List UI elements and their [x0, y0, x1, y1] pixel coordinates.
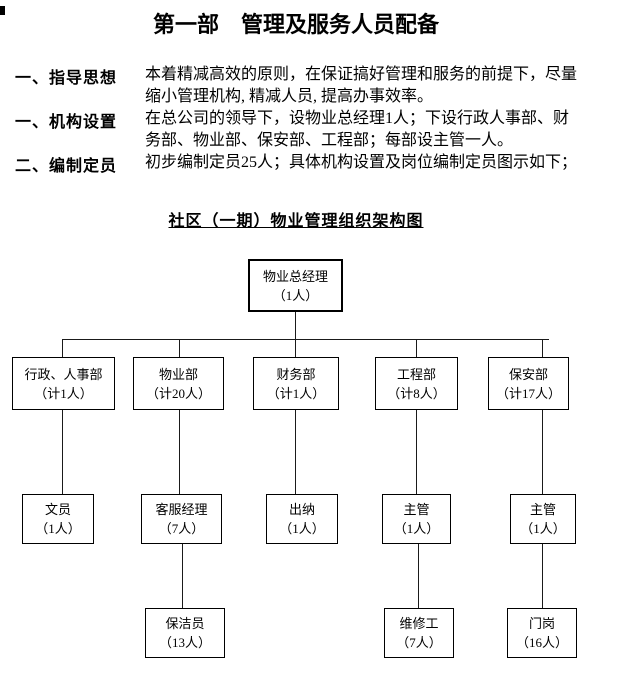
- node-count: （1人）: [279, 521, 325, 536]
- connector-rail-to-property: [179, 339, 180, 357]
- node-count: （7人）: [396, 635, 442, 650]
- connector-supervisor-to-maintenance: [418, 544, 419, 608]
- node-name: 主管: [529, 502, 556, 517]
- document-title: 第一部 管理及服务人员配备: [152, 12, 439, 37]
- node-count: （计20人）: [145, 385, 211, 401]
- node-name: 工程部: [396, 366, 436, 382]
- node-name: 物业部: [158, 366, 198, 382]
- connector-finance-to-cashier: [295, 410, 296, 494]
- section-body-line: 在总公司的领导下，设物业总经理1人；下设行政人事部、财: [145, 110, 570, 127]
- node-name: 维修工: [399, 616, 439, 631]
- node-count: （1人）: [393, 521, 440, 536]
- node-property-dept: 物业部 （计20人）: [133, 357, 224, 410]
- section-body-guiding-ideology: 本着精减高效的原则，在保证搞好管理和服务的前提下，尽量 缩小管理机构, 精减人员…: [145, 64, 615, 108]
- node-name: 文员: [44, 502, 71, 517]
- section-heading-org-setup: 一、机构设置: [15, 114, 118, 131]
- node-engineering-dept: 工程部 （计8人）: [375, 357, 458, 410]
- node-admin-hr-dept: 行政、人事部 （计1人）: [12, 357, 115, 410]
- node-name: 出纳: [288, 502, 315, 517]
- node-count: （13人）: [158, 635, 211, 650]
- section-heading-guiding-ideology: 一、指导思想: [15, 70, 118, 87]
- node-count: （计1人）: [34, 385, 93, 401]
- node-name: 主管: [403, 502, 430, 517]
- connector-supervisor-to-gate-guard: [542, 544, 543, 608]
- section-body-org-setup: 在总公司的领导下，设物业总经理1人；下设行政人事部、财 务部、物业部、保安部、工…: [145, 108, 615, 152]
- node-count: （计8人）: [387, 385, 446, 401]
- node-maintenance-worker: 维修工 （7人）: [384, 608, 454, 658]
- node-count: （16人）: [515, 635, 568, 650]
- node-name: 物业总经理: [262, 268, 328, 284]
- node-gate-guard: 门岗 （16人）: [507, 608, 577, 658]
- node-cleaner: 保洁员 （13人）: [145, 608, 225, 658]
- connector-rail-to-admin-hr: [62, 339, 63, 357]
- node-supervisor-security: 主管 （1人）: [510, 494, 576, 544]
- section-body-line: 本着精减高效的原则，在保证搞好管理和服务的前提下，尽量: [145, 66, 578, 83]
- node-supervisor-engineering: 主管 （1人）: [382, 494, 451, 544]
- section-body-line: 初步编制定员25人；具体机构设置及岗位编制定员图示如下；: [145, 154, 578, 171]
- node-name: 保安部: [508, 366, 548, 382]
- connector-rail-to-engineering: [416, 339, 417, 357]
- connector-gm-to-rail: [295, 312, 296, 357]
- node-count: （1人）: [272, 287, 319, 303]
- connector-rail-to-security: [542, 339, 543, 357]
- section-heading-staffing: 二、编制定员: [15, 158, 118, 175]
- node-count: （计17人）: [495, 385, 561, 401]
- org-chart-title: 社区（一期）物业管理组织架构图: [168, 213, 424, 230]
- node-finance-dept: 财务部 （计1人）: [253, 357, 339, 410]
- node-security-dept: 保安部 （计17人）: [488, 357, 569, 410]
- node-general-manager: 物业总经理 （1人）: [248, 259, 343, 312]
- node-clerk: 文员 （1人）: [22, 494, 94, 544]
- node-count: （计1人）: [266, 385, 326, 401]
- node-cs-manager: 客服经理 （7人）: [141, 494, 222, 544]
- connector-admin-to-clerk: [62, 410, 63, 494]
- node-cashier: 出纳 （1人）: [266, 494, 338, 544]
- node-count: （1人）: [520, 521, 566, 536]
- node-name: 保洁员: [165, 616, 205, 631]
- node-name: 行政、人事部: [24, 366, 103, 382]
- connector-property-to-cs-manager: [179, 410, 180, 494]
- section-body-staffing: 初步编制定员25人；具体机构设置及岗位编制定员图示如下；: [145, 152, 615, 174]
- connector-security-to-supervisor: [542, 410, 543, 494]
- node-name: 财务部: [276, 366, 316, 382]
- node-name: 门岗: [528, 616, 555, 631]
- section-body-line: 缩小管理机构, 精减人员, 提高办事效率。: [145, 88, 434, 105]
- node-count: （7人）: [158, 521, 205, 536]
- section-body-line: 务部、物业部、保安部、工程部；每部设主管一人。: [145, 132, 514, 149]
- connector-engineering-to-supervisor: [416, 410, 417, 494]
- page-corner-mark: [0, 6, 5, 15]
- connector-cs-manager-to-cleaner: [182, 544, 183, 608]
- node-name: 客服经理: [155, 502, 208, 517]
- connector-department-rail: [62, 339, 549, 340]
- node-count: （1人）: [35, 521, 81, 536]
